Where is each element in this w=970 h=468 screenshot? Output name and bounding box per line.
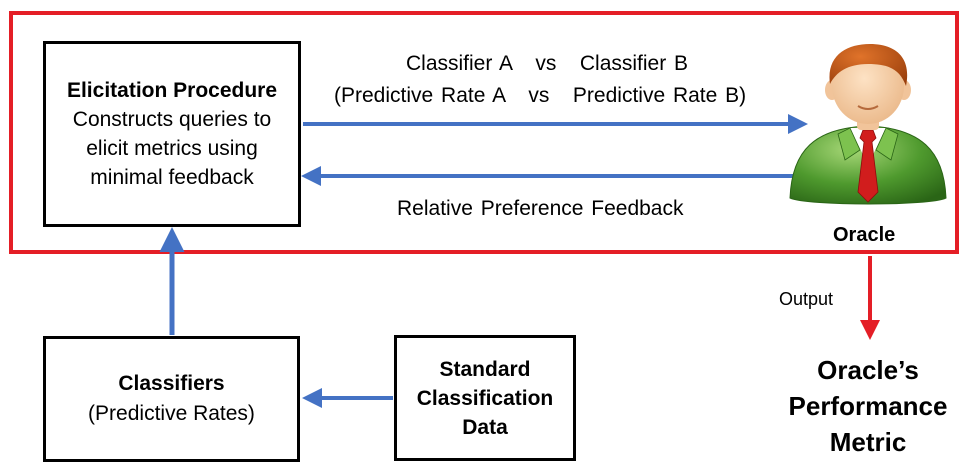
classifiers-box: Classifiers (Predictive Rates) (43, 336, 300, 462)
standard-data-line-1: Standard (439, 357, 531, 381)
standard-classification-data-box: Standard Classification Data (394, 335, 576, 461)
classifiers-subtitle: (Predictive Rates) (88, 402, 255, 425)
elicitation-title: Elicitation Procedure (66, 79, 278, 102)
output-label: Output (779, 289, 834, 309)
standard-data-line-2: Classification (416, 386, 554, 410)
elicitation-line-3: minimal feedback (90, 166, 254, 189)
oracle-performance-metric-label: Oracle’s Performance Metric (776, 352, 960, 460)
oracle-interaction-frame (9, 11, 959, 254)
elicitation-line-1: Constructs queries to (72, 108, 272, 131)
metric-line-1: Oracle’s (817, 355, 919, 385)
elicitation-line-2: elicit metrics using (86, 137, 258, 160)
elicitation-procedure-box: Elicitation Procedure Constructs queries… (43, 41, 301, 227)
relative-preference-feedback-label: Relative Preference Feedback (397, 197, 684, 220)
oracle-person-icon (789, 44, 947, 205)
classifier-comparison-label: Classifier A vs Classifier B (406, 52, 689, 75)
classifiers-title: Classifiers (118, 372, 225, 395)
predictive-rate-comparison-label: (Predictive Rate A vs Predictive Rate B) (334, 84, 747, 107)
metric-line-3: Metric (829, 427, 907, 457)
metric-line-2: Performance (788, 391, 948, 421)
oracle-label: Oracle (833, 224, 896, 246)
standard-data-line-3: Data (462, 415, 508, 439)
